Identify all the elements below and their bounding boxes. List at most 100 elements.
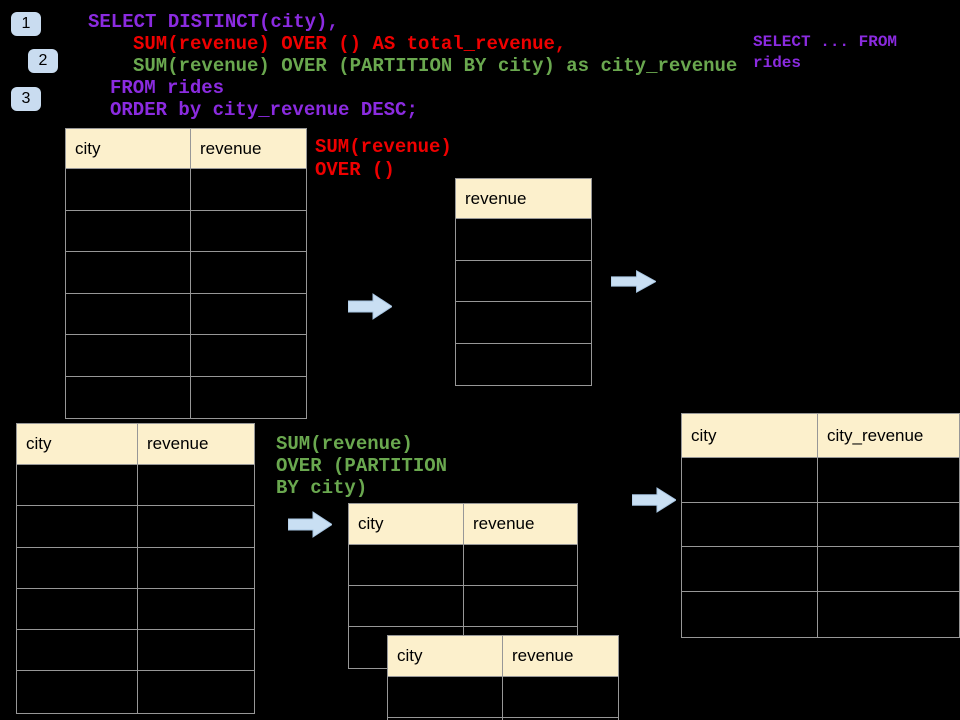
- table-partition-group-overlap: city revenue: [387, 635, 619, 720]
- table-rides-source-bottom: city revenue: [16, 423, 255, 714]
- annotation-partition-line2: OVER (PARTITION: [276, 455, 448, 477]
- table-row: [388, 677, 618, 718]
- table-cell: [818, 592, 959, 637]
- table-cell: [818, 458, 959, 503]
- column-header-city-revenue: city_revenue: [818, 414, 959, 458]
- column-header-city: city: [17, 424, 138, 465]
- step-badge-1: 1: [11, 12, 41, 36]
- table-cell: [682, 502, 818, 548]
- sql-line-partition: SUM(revenue) OVER (PARTITION BY city) as…: [133, 55, 738, 77]
- table-cell: [191, 252, 306, 294]
- table-row: [17, 506, 254, 548]
- table-cell: [191, 294, 306, 335]
- table-row: [682, 502, 959, 548]
- arrow-right-icon: [348, 293, 392, 320]
- table-row: [456, 219, 591, 261]
- table-cell: [388, 677, 503, 718]
- table-header-row: revenue: [456, 179, 591, 219]
- table-cell: [17, 671, 138, 713]
- table-body: [17, 465, 254, 713]
- table-cell: [682, 458, 818, 503]
- table-partition-group: city revenue: [348, 503, 578, 669]
- table-body: [66, 169, 306, 418]
- table-cell: [17, 588, 138, 631]
- table-cell: [138, 630, 254, 672]
- table-row: [456, 302, 591, 344]
- table-cell: [66, 252, 191, 294]
- table-cell: [503, 677, 618, 718]
- table-row: [66, 252, 306, 294]
- table-row: [349, 586, 577, 627]
- column-header-revenue: revenue: [138, 424, 254, 465]
- column-header-city: city: [682, 414, 818, 458]
- annotation-total-line2: OVER (): [315, 159, 395, 181]
- table-cell: [818, 503, 959, 548]
- table-cell: [17, 630, 138, 672]
- table-cell: [456, 344, 591, 386]
- annotation-total-line1: SUM(revenue): [315, 136, 452, 158]
- table-cell: [138, 671, 254, 712]
- table-row: [388, 718, 618, 720]
- table-cell: [349, 586, 464, 627]
- table-cell: [66, 293, 191, 335]
- table-cell: [191, 169, 306, 211]
- table-cell: [66, 335, 191, 377]
- table-row: [17, 588, 254, 631]
- table-cell: [456, 302, 591, 344]
- table-row: [456, 261, 591, 302]
- step-badge-3: 3: [11, 87, 41, 111]
- table-cell: [191, 335, 306, 377]
- table-cell: [138, 465, 254, 507]
- table-header-row: city revenue: [17, 424, 254, 465]
- table-header-row: city revenue: [388, 636, 618, 677]
- table-body: [388, 677, 618, 720]
- table-cell: [682, 547, 818, 593]
- annotation-partition-line1: SUM(revenue): [276, 433, 413, 455]
- table-body: [682, 458, 959, 637]
- arrow-right-icon: [288, 511, 332, 538]
- table-row: [456, 344, 591, 386]
- table-cell: [818, 547, 959, 593]
- table-row: [66, 210, 306, 252]
- sql-line-order: ORDER by city_revenue DESC;: [110, 99, 418, 121]
- arrow-right-icon: [632, 487, 676, 513]
- table-row: [66, 376, 306, 419]
- column-header-revenue: revenue: [191, 129, 306, 169]
- table-row: [349, 545, 577, 586]
- annotation-partition-line3: BY city): [276, 477, 368, 499]
- table-total-revenue: revenue: [455, 178, 592, 386]
- sql-line-select: SELECT DISTINCT(city),: [88, 11, 339, 33]
- table-cell: [191, 211, 306, 252]
- table-cell: [17, 506, 138, 548]
- sql-line-total: SUM(revenue) OVER () AS total_revenue,: [133, 33, 567, 55]
- table-cell: [66, 169, 191, 211]
- table-cell: [456, 261, 591, 302]
- column-header-city: city: [388, 636, 503, 677]
- table-cell: [191, 377, 306, 419]
- table-row: [66, 335, 306, 377]
- table-row: [682, 592, 959, 637]
- column-header-city: city: [66, 129, 191, 169]
- table-cell: [349, 545, 464, 586]
- table-row: [66, 169, 306, 211]
- table-cell: [138, 589, 254, 631]
- table-header-row: city revenue: [66, 129, 306, 169]
- table-header-row: city revenue: [349, 504, 577, 545]
- table-body: [456, 219, 591, 385]
- table-row: [17, 465, 254, 507]
- table-cell: [682, 592, 818, 637]
- table-row: [66, 293, 306, 335]
- column-header-revenue: revenue: [464, 504, 577, 545]
- table-cell: [388, 718, 503, 720]
- table-city-revenue-result: city city_revenue: [681, 413, 960, 638]
- table-row: [682, 458, 959, 503]
- column-header-revenue: revenue: [456, 179, 591, 219]
- table-row: [17, 630, 254, 672]
- table-row: [682, 547, 959, 593]
- table-cell: [138, 506, 254, 548]
- column-header-city: city: [349, 504, 464, 545]
- table-cell: [464, 586, 577, 627]
- table-cell: [17, 465, 138, 507]
- table-cell: [456, 219, 591, 261]
